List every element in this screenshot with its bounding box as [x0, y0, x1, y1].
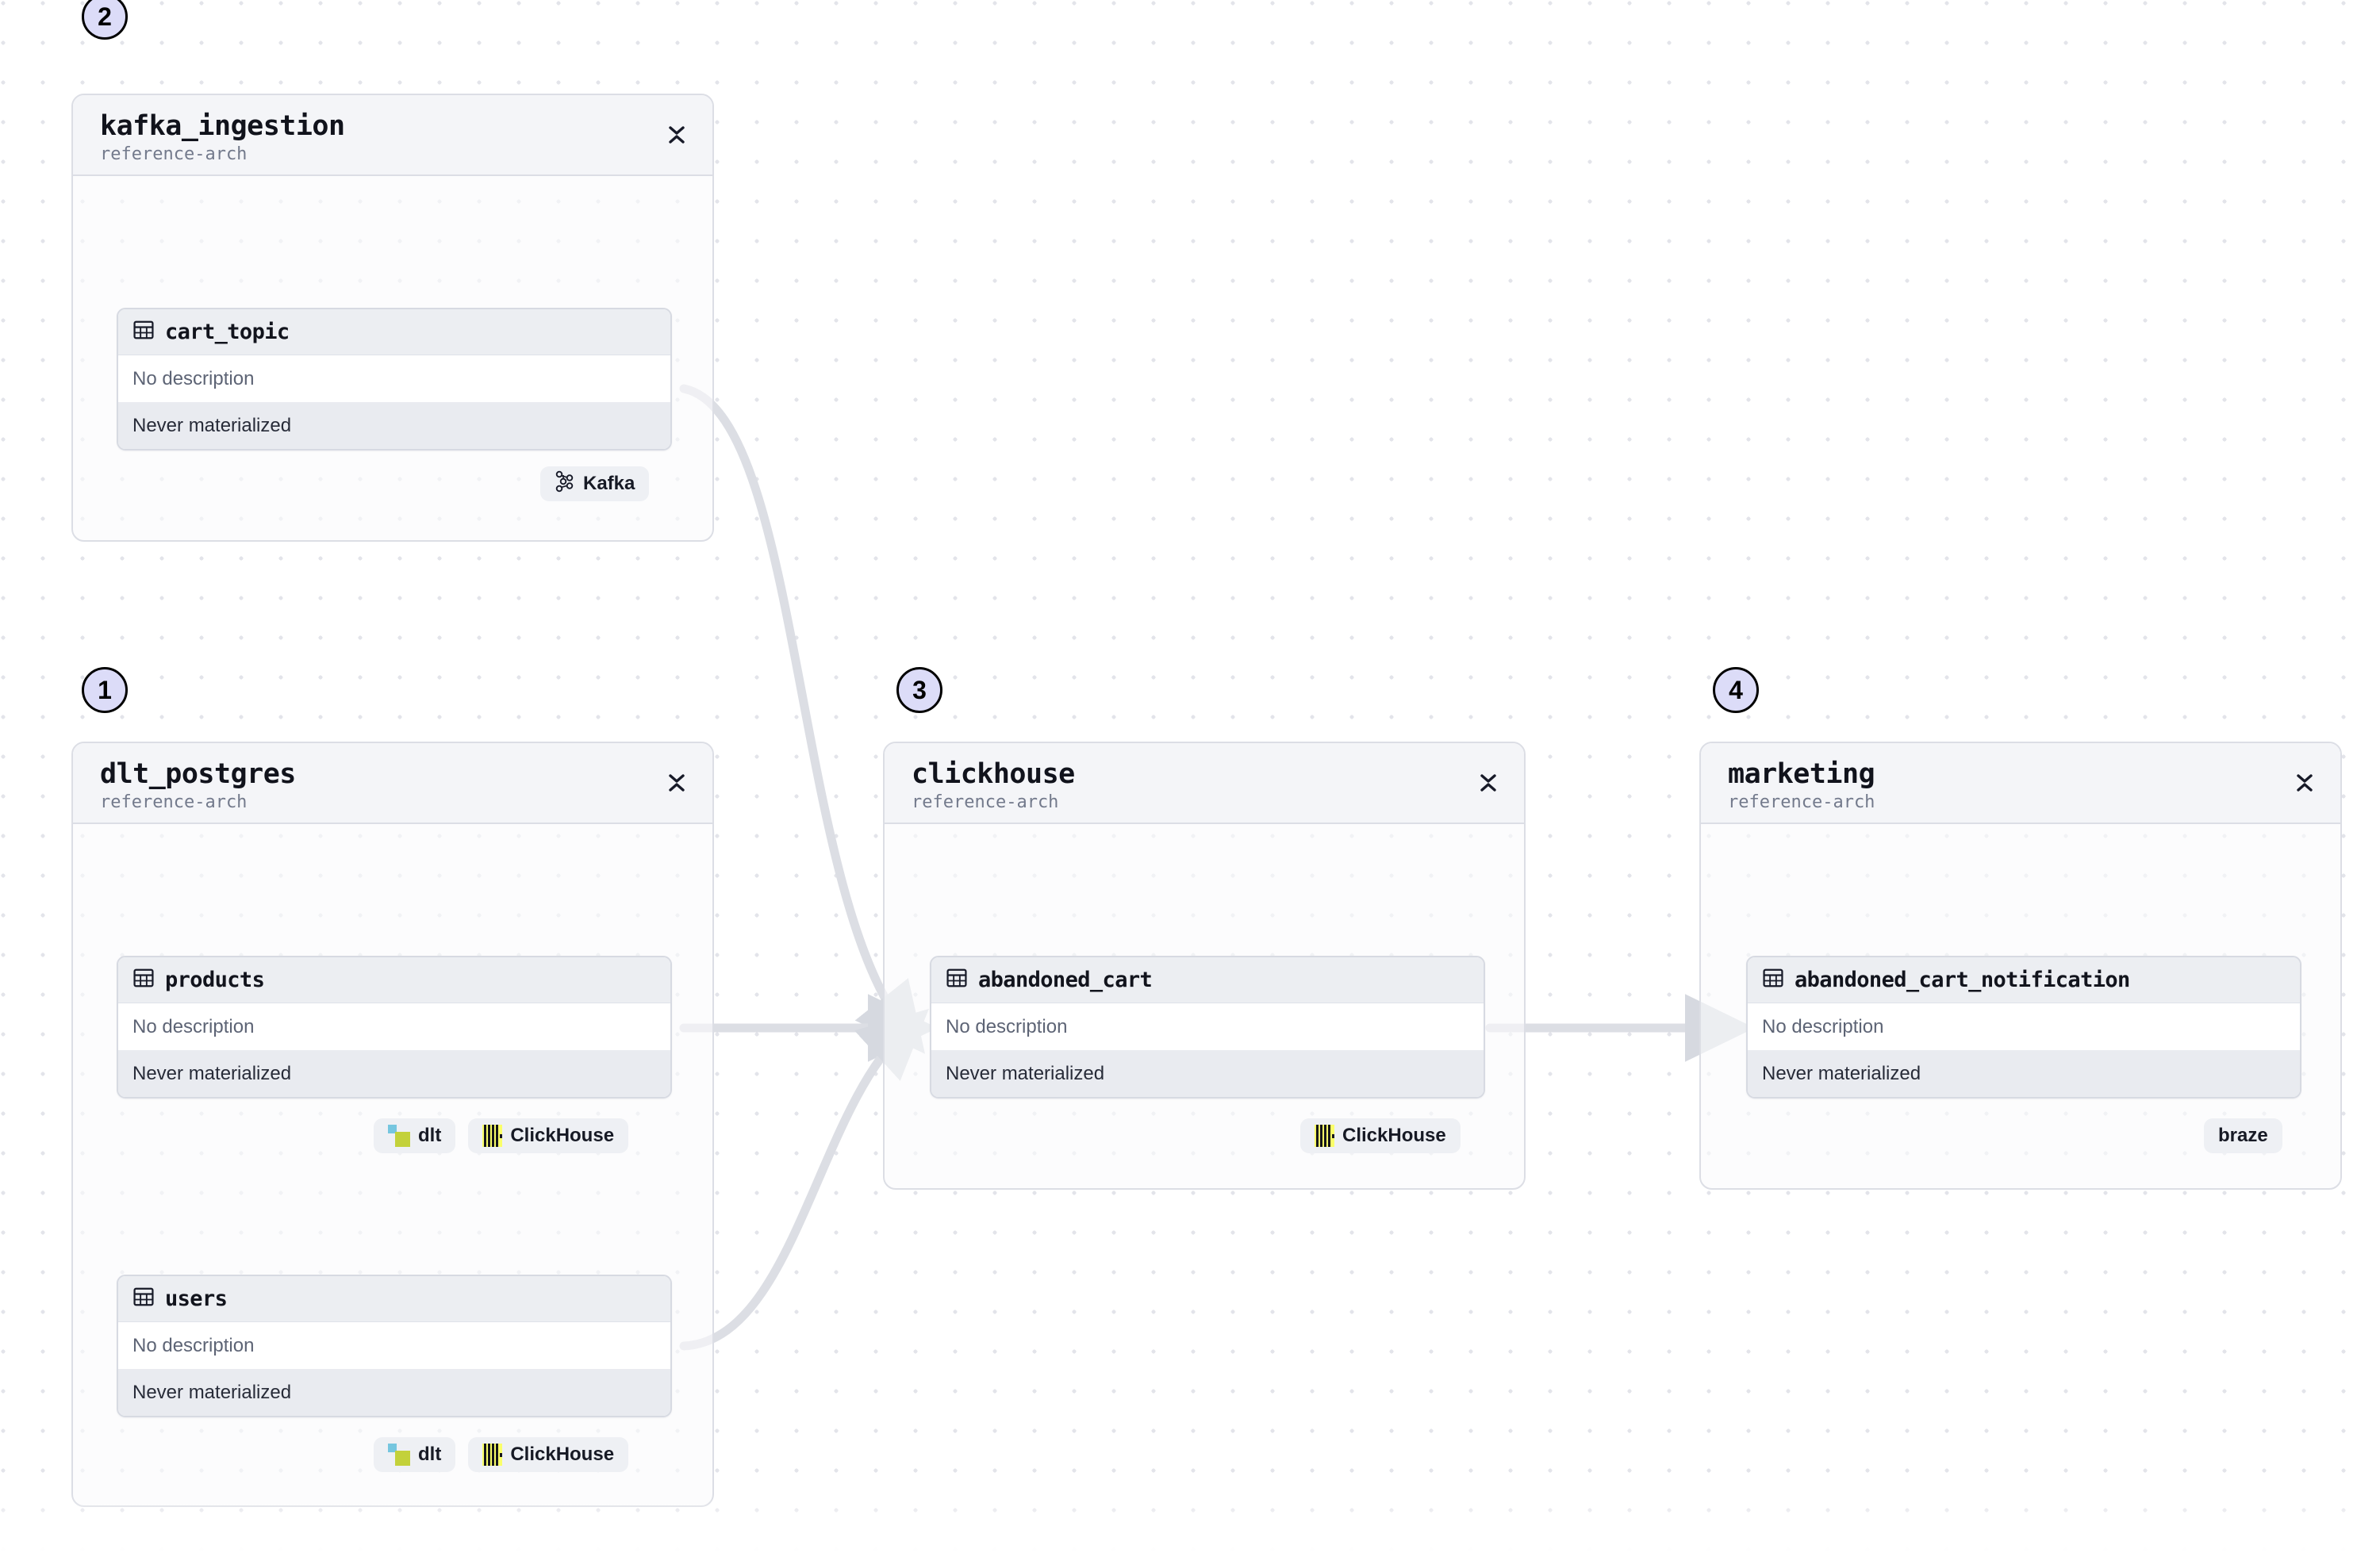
group-subtitle: reference-arch — [100, 792, 248, 812]
chip-clickhouse[interactable]: ClickHouse — [468, 1437, 629, 1472]
table-node-status: Never materialized — [118, 1050, 670, 1097]
chip-clickhouse[interactable]: ClickHouse — [468, 1118, 629, 1153]
table-node-title: cart_topic — [165, 320, 290, 344]
dlt-icon — [388, 1444, 410, 1466]
table-node-products[interactable]: products No description Never materializ… — [117, 956, 672, 1099]
group-title: kafka_ingestion — [100, 110, 345, 142]
collapse-chevrons-icon[interactable] — [665, 770, 689, 796]
table-icon — [1762, 967, 1784, 993]
chip-label: dlt — [418, 1125, 442, 1146]
table-node-description: No description — [931, 1003, 1484, 1050]
chip-group-products: dlt ClickHouse — [374, 1118, 629, 1153]
group-subtitle: reference-arch — [100, 144, 248, 164]
chip-group-kafka: Kafka — [540, 466, 650, 501]
step-badge-number: 1 — [98, 675, 112, 704]
table-node-header: products — [118, 957, 670, 1003]
step-badge-3[interactable]: 3 — [896, 667, 942, 713]
table-node-status: Never materialized — [931, 1050, 1484, 1097]
chip-label: ClickHouse — [1342, 1125, 1446, 1146]
table-node-header: abandoned_cart_notification — [1748, 957, 2300, 1003]
clickhouse-icon — [482, 1125, 503, 1147]
table-node-title: abandoned_cart_notification — [1795, 968, 2130, 992]
table-icon — [946, 967, 968, 993]
edge-cart-topic-to-abandoned-cart — [679, 384, 925, 1054]
table-icon — [132, 1286, 155, 1312]
group-subtitle: reference-arch — [1728, 792, 1875, 812]
dlt-icon — [388, 1125, 410, 1147]
table-node-title: users — [165, 1286, 228, 1311]
group-header[interactable]: dlt_postgres reference-arch — [73, 743, 712, 824]
chip-label: ClickHouse — [510, 1444, 615, 1465]
table-node-description: No description — [1748, 1003, 2300, 1050]
collapse-chevrons-icon[interactable] — [665, 122, 689, 148]
group-title: marketing — [1728, 758, 1875, 790]
group-header[interactable]: clickhouse reference-arch — [885, 743, 1524, 824]
chip-label: braze — [2218, 1125, 2268, 1146]
chip-clickhouse[interactable]: ClickHouse — [1300, 1118, 1461, 1153]
edge-users-to-abandoned-cart — [679, 1008, 929, 1351]
table-node-status: Never materialized — [118, 402, 670, 449]
chip-group-users: dlt ClickHouse — [374, 1437, 629, 1472]
group-title: clickhouse — [912, 758, 1075, 790]
table-node-status: Never materialized — [1748, 1050, 2300, 1097]
table-node-header: users — [118, 1276, 670, 1322]
table-node-cart-topic[interactable]: cart_topic No description Never material… — [117, 308, 672, 451]
chip-kafka[interactable]: Kafka — [540, 466, 650, 501]
chip-group-marketing: braze — [2204, 1118, 2282, 1153]
step-badge-2[interactable]: 2 — [82, 0, 128, 40]
table-icon — [132, 967, 155, 993]
kafka-icon — [555, 470, 575, 498]
group-title: dlt_postgres — [100, 758, 296, 790]
chip-label: dlt — [418, 1444, 442, 1465]
group-header[interactable]: marketing reference-arch — [1701, 743, 2340, 824]
group-header[interactable]: kafka_ingestion reference-arch — [73, 95, 712, 176]
table-node-description: No description — [118, 1322, 670, 1369]
group-subtitle: reference-arch — [912, 792, 1059, 812]
table-node-status: Never materialized — [118, 1369, 670, 1416]
table-node-header: cart_topic — [118, 309, 670, 355]
step-badge-1[interactable]: 1 — [82, 667, 128, 713]
table-node-users[interactable]: users No description Never materialized — [117, 1275, 672, 1417]
step-badge-number: 3 — [912, 675, 927, 704]
step-badge-number: 2 — [98, 2, 112, 31]
collapse-chevrons-icon[interactable] — [2293, 770, 2317, 796]
chip-label: ClickHouse — [510, 1125, 615, 1146]
table-node-abandoned-cart-notification[interactable]: abandoned_cart_notification No descripti… — [1746, 956, 2301, 1099]
step-badge-number: 4 — [1729, 675, 1743, 704]
table-node-abandoned-cart[interactable]: abandoned_cart No description Never mate… — [930, 956, 1485, 1099]
table-node-title: products — [165, 968, 265, 992]
chip-label: Kafka — [583, 473, 635, 494]
table-icon — [132, 319, 155, 345]
table-node-description: No description — [118, 1003, 670, 1050]
table-node-title: abandoned_cart — [978, 968, 1153, 992]
chip-group-abandoned-cart: ClickHouse — [1300, 1118, 1461, 1153]
table-node-header: abandoned_cart — [931, 957, 1484, 1003]
clickhouse-icon — [1315, 1125, 1334, 1147]
step-badge-4[interactable]: 4 — [1713, 667, 1759, 713]
chip-dlt[interactable]: dlt — [374, 1437, 456, 1472]
clickhouse-icon — [482, 1444, 503, 1466]
chip-dlt[interactable]: dlt — [374, 1118, 456, 1153]
collapse-chevrons-icon[interactable] — [1476, 770, 1500, 796]
table-node-description: No description — [118, 355, 670, 402]
chip-braze[interactable]: braze — [2204, 1118, 2282, 1153]
